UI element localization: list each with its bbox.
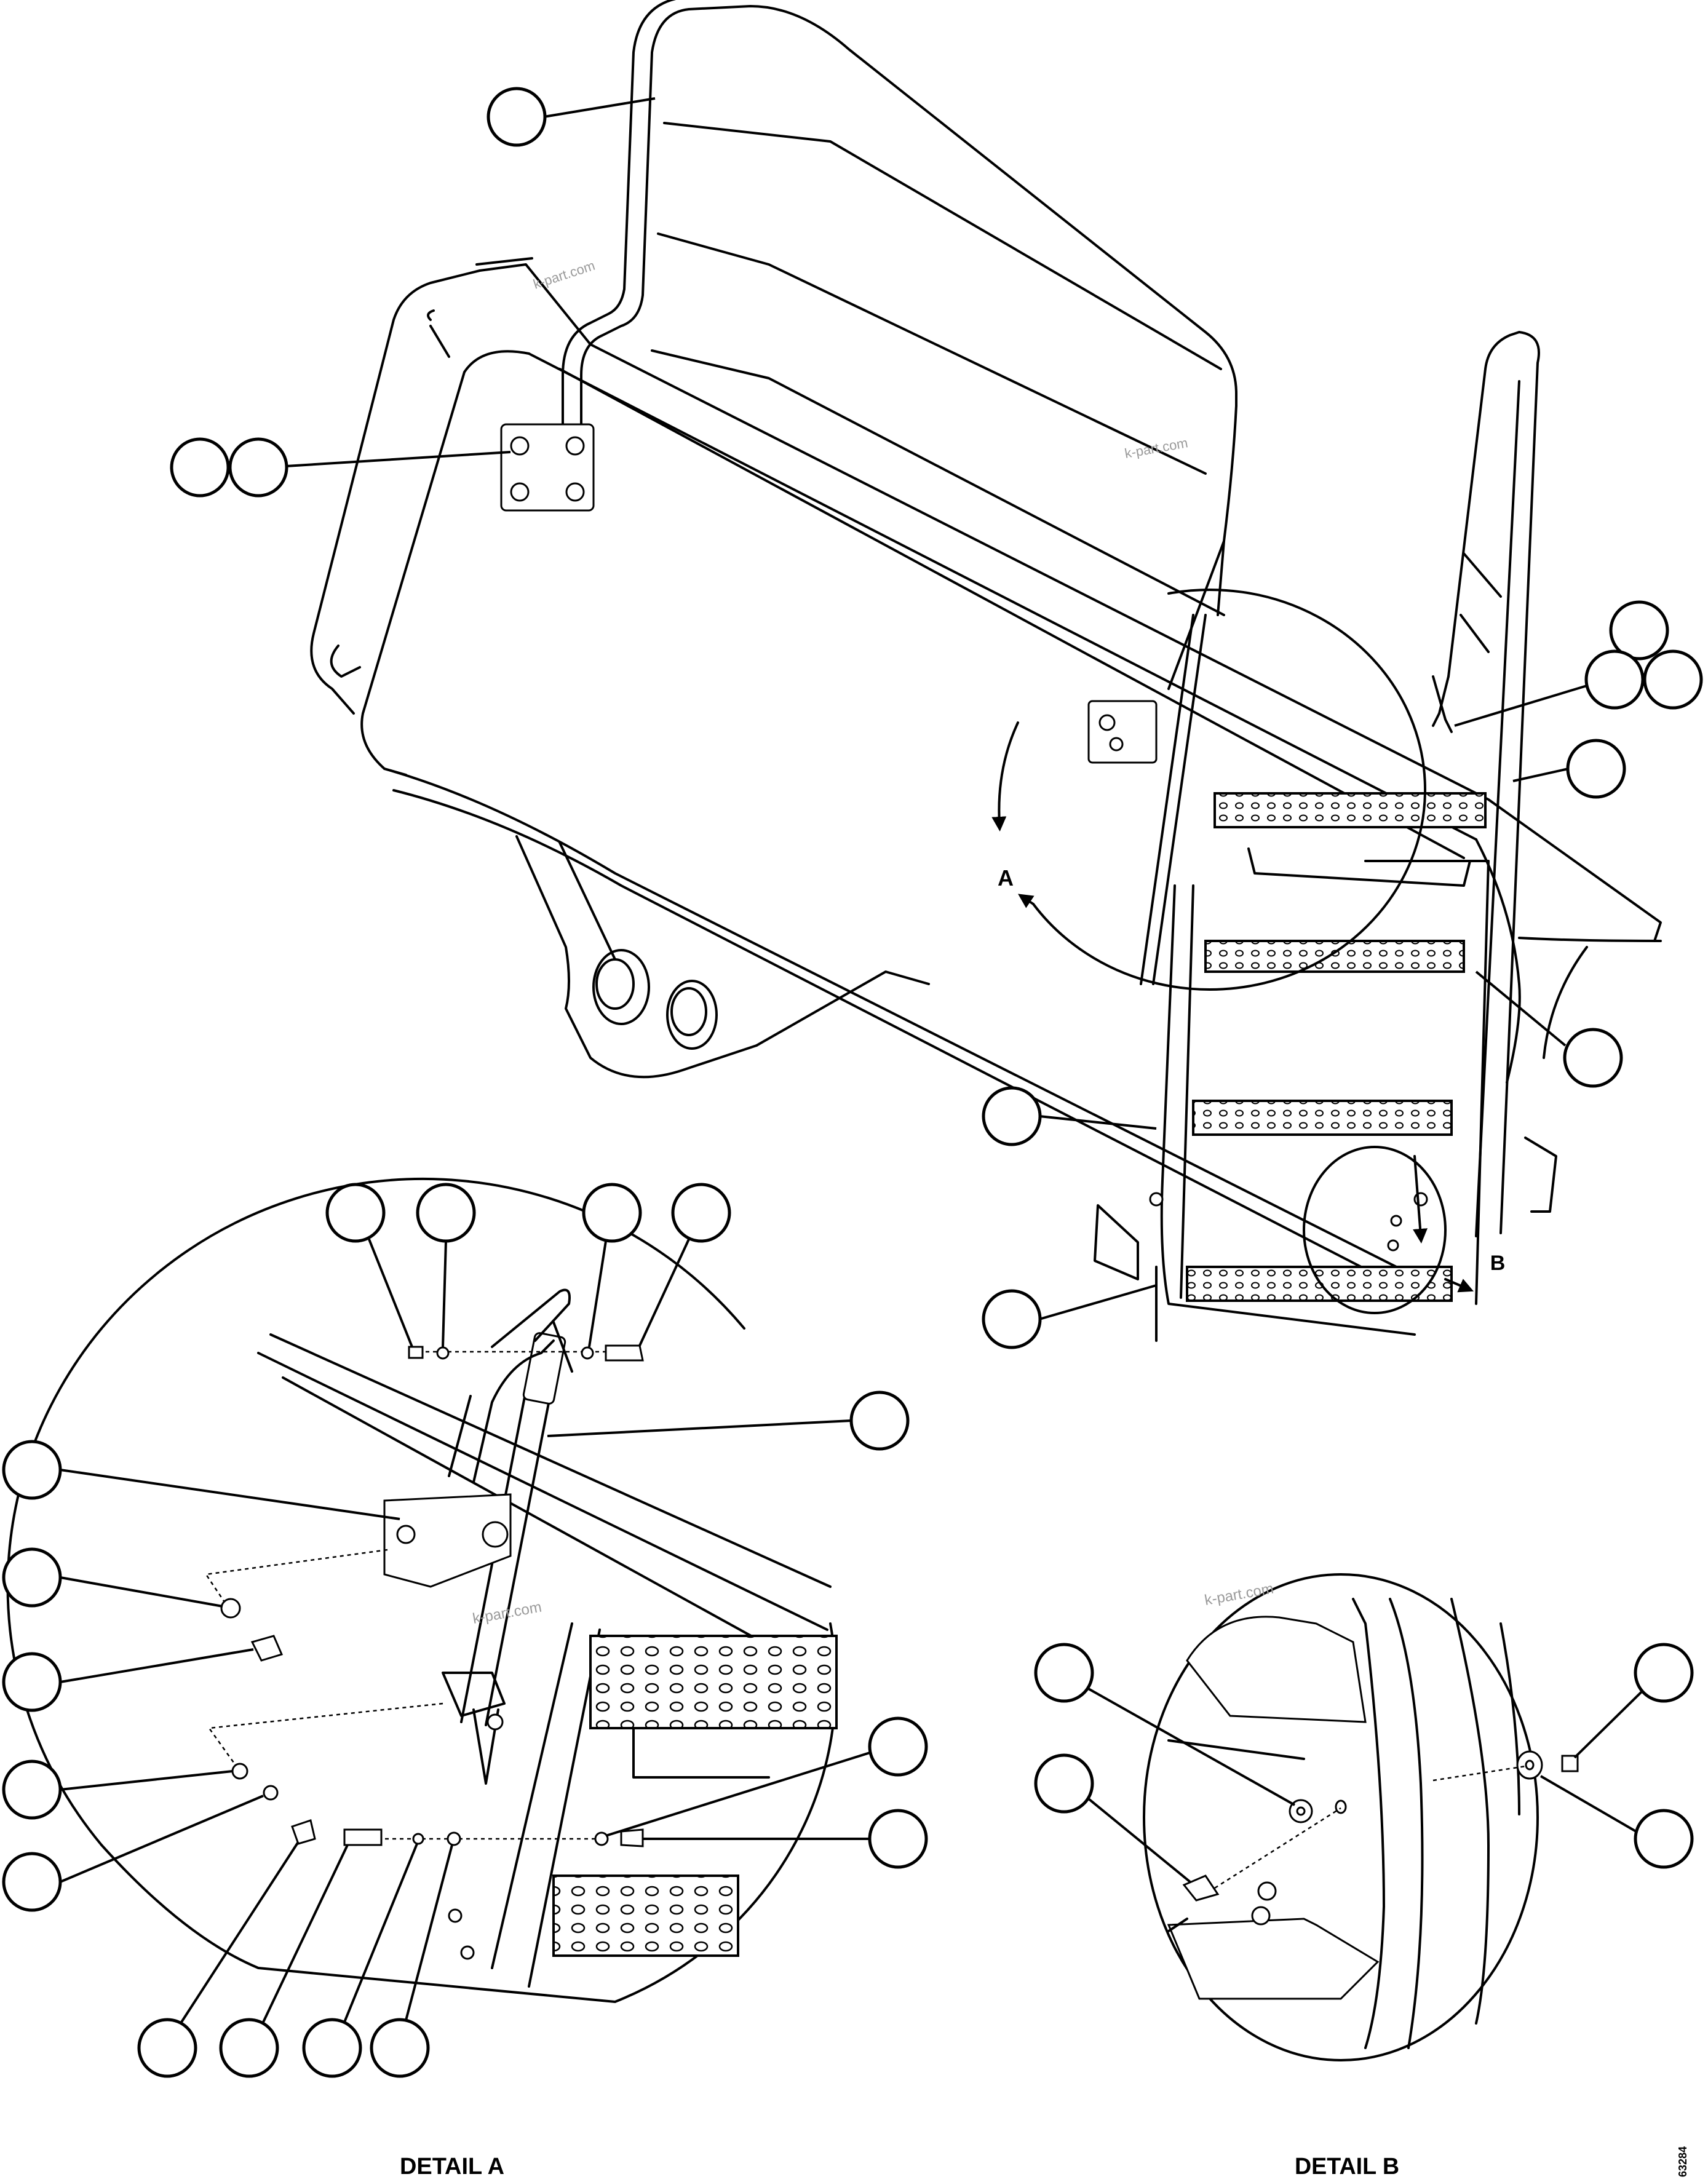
figure-code: 63284 [1677,2146,1689,2177]
watermark-top: k-part.com [531,258,597,292]
detail-b-letter: B [1490,1252,1506,1275]
callout-nut-lower[interactable] [137,2018,197,2078]
callout-ladder-step[interactable] [982,1289,1042,1349]
fuel-tank [310,257,1662,1299]
main-assembly-view: A B k-part.com k-part.com [170,0,1703,1349]
callout-washer-top-right[interactable] [582,1183,642,1243]
callout-washer-b[interactable] [1034,1643,1094,1703]
callouts-detail-b [1034,1643,1694,1883]
callout-mounting-plate-a[interactable] [170,437,230,498]
callout-bracket-c[interactable] [1643,649,1703,710]
detail-a-view: k-part.com [2,1177,928,2078]
callout-nut-b[interactable] [1634,1643,1694,1703]
ladder [1094,792,1557,1342]
watermark-detail-a: k-part.com [471,1599,542,1627]
callout-washer-left[interactable] [2,1547,62,1608]
detail-b-marker: B [1303,1146,1506,1314]
callout-nut[interactable] [325,1183,386,1243]
right-handrail [1432,331,1540,1237]
callout-handrail[interactable] [487,87,547,147]
callout-bolt-lower[interactable] [219,2018,279,2078]
callout-washer-right[interactable] [868,1716,928,1777]
callouts-detail-a [2,1183,928,2078]
detail-a-letter: A [998,865,1014,891]
callout-nut-right[interactable] [868,1809,928,1869]
callout-washer-lower-b[interactable] [2,1852,62,1912]
callout-bolt-left[interactable] [2,1652,62,1712]
callout-mounting-plate-b[interactable] [228,437,288,498]
callouts-main [170,87,1703,1349]
detail-a-marker: A [991,589,1426,991]
callout-flatwasher-lower[interactable] [370,2018,430,2078]
callout-ladder-frame[interactable] [1563,1028,1623,1088]
watermark-detail-b: k-part.com [1203,1581,1274,1609]
callout-gas-strut[interactable] [982,1086,1042,1146]
detail-b-view: k-part.com [1034,1573,1694,2061]
callout-right-handrail[interactable] [1566,739,1626,799]
callout-cylinder[interactable] [849,1391,910,1451]
detail-b-caption: DETAIL B [1295,2154,1399,2180]
callout-washer-lower-a[interactable] [2,1759,62,1820]
callout-lockwasher-lower[interactable] [302,2018,362,2078]
callout-mount-plate[interactable] [2,1440,62,1500]
upper-handrail [500,0,1237,690]
callout-pin[interactable] [671,1183,731,1243]
detail-a-caption: DETAIL A [400,2154,504,2180]
callout-bracket-a[interactable] [1609,600,1669,661]
callout-washer-top-left[interactable] [416,1183,476,1243]
callout-bracket-b[interactable] [1584,649,1645,710]
callout-bolt-b[interactable] [1034,1753,1094,1814]
callout-flatwasher-b[interactable] [1634,1809,1694,1869]
